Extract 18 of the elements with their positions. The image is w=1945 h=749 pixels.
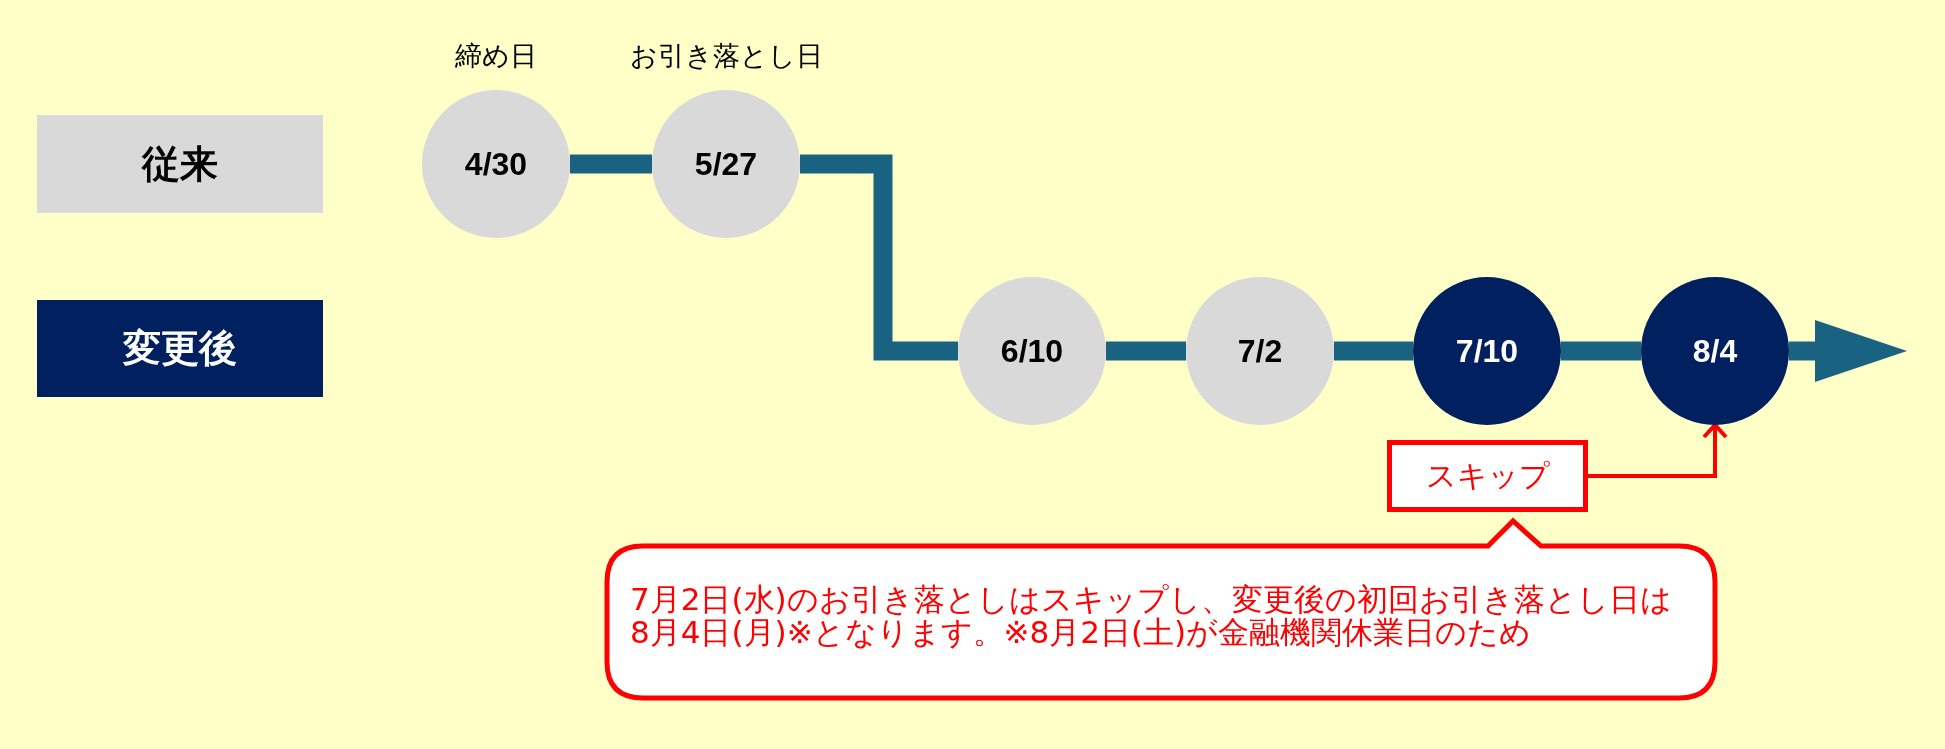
timeline-line [570,154,652,174]
arrow [1789,320,1907,382]
date-text: 4/30 [464,145,528,183]
timeline-line [1334,341,1413,361]
label-box: 従来 [37,115,323,213]
timeline-line [1106,341,1186,361]
label-box: 変更後 [37,300,323,397]
date-text: 6/10 [1000,332,1064,370]
callout-text: 7月2日(水)のお引き落としはスキップし、変更後の初回お引き落とし日は8月4日(月)※となります。※8月2日(土)が金融機関休業日のため [630,583,1673,650]
timeline-line [1561,341,1641,361]
date-text: 7/2 [1237,332,1283,370]
date-text: 8/4 [1692,332,1738,370]
date-label: 締め日 [455,39,537,73]
date-label: お引き落とし日 [629,39,823,73]
date-text: 5/27 [694,145,758,183]
date-text: 7/10 [1455,332,1519,370]
skip-label-box: スキップ [1387,440,1588,512]
arrow [1588,423,1728,478]
